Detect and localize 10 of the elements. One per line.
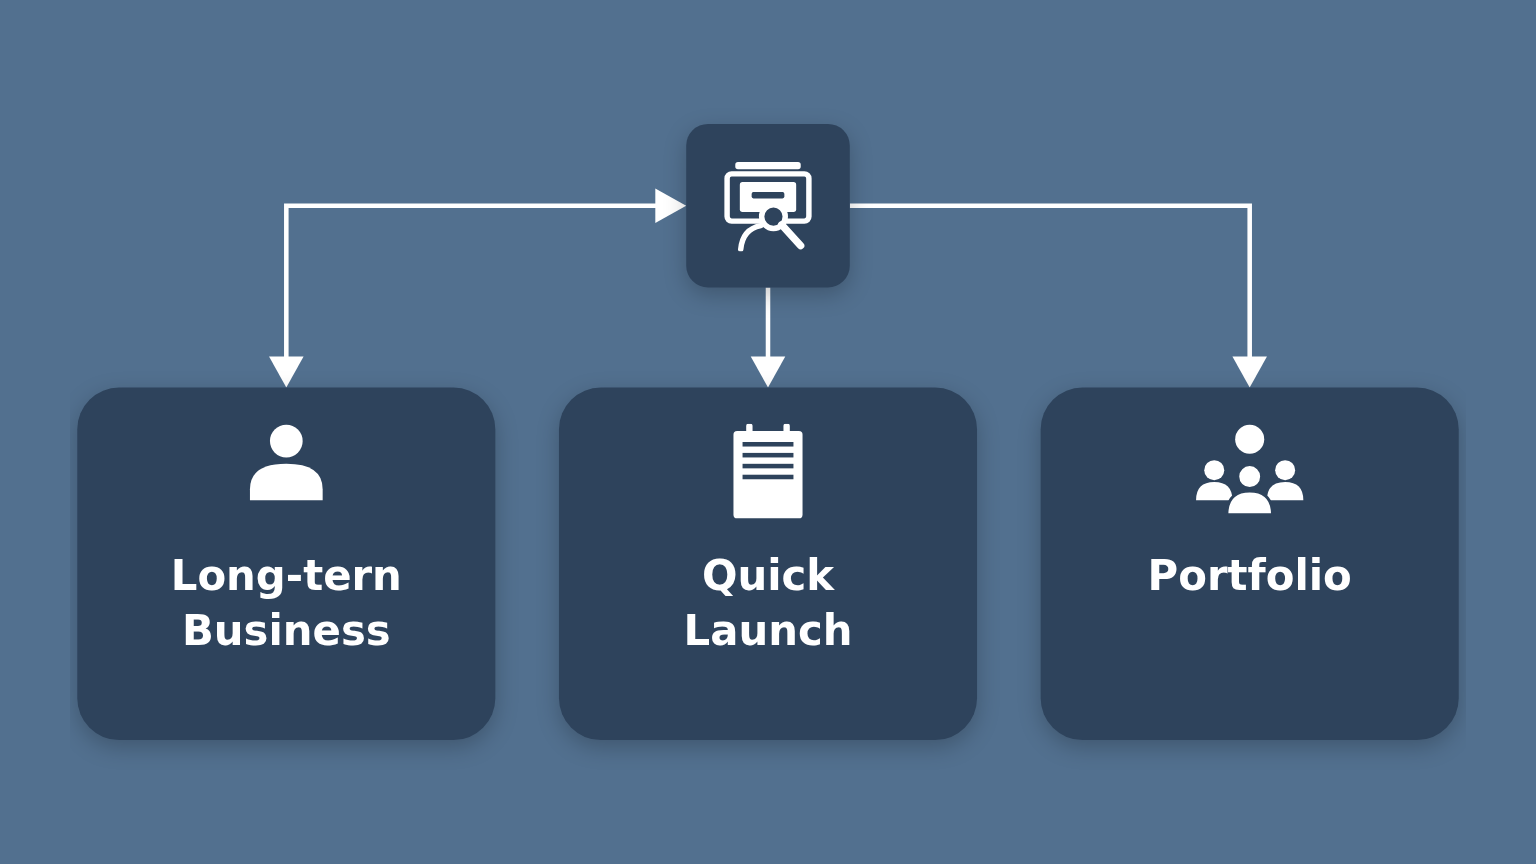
arrow [750,287,786,388]
arrow [849,203,1267,388]
arrow [269,188,687,388]
node-label: Quick Launch [682,550,854,657]
process-box [686,123,850,288]
node-label: Portfolio [1146,550,1353,603]
process-box [1040,387,1459,741]
process-box [77,387,496,741]
node-label: Long-tern Business [169,550,403,657]
process-box [558,387,978,741]
